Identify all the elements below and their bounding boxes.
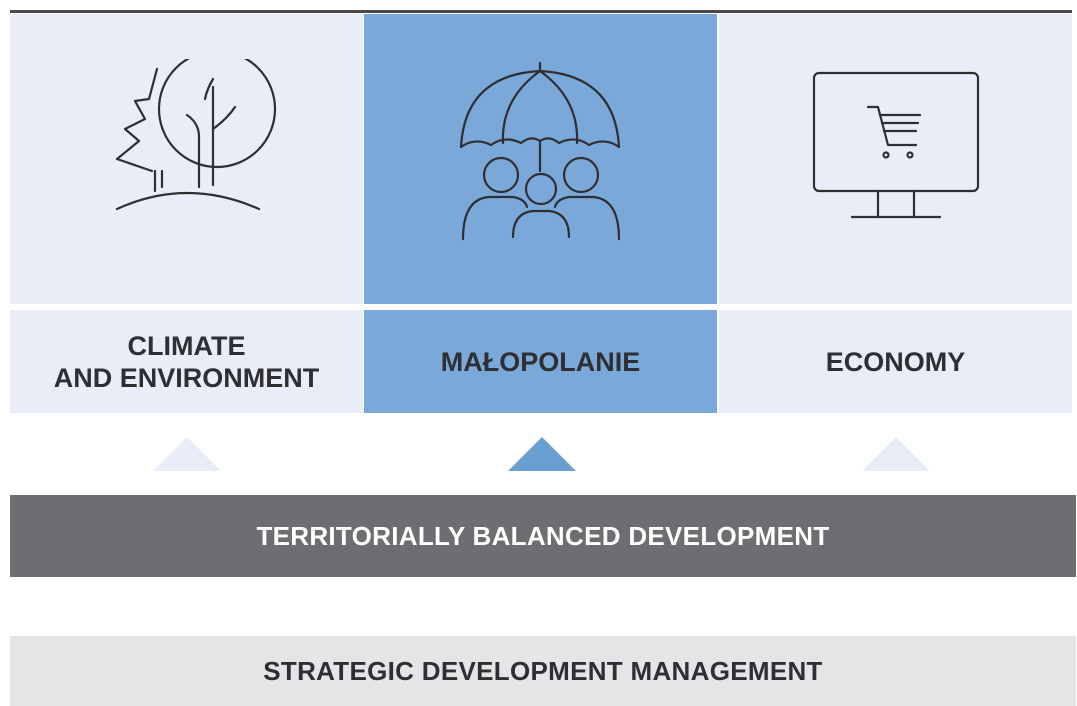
column-label-box: CLIMATE AND ENVIRONMENT bbox=[10, 310, 363, 413]
column-malopolanie: MAŁOPOLANIE bbox=[364, 14, 717, 413]
column-label: CLIMATE AND ENVIRONMENT bbox=[53, 330, 320, 393]
umbrella-people-icon bbox=[459, 61, 620, 241]
column-economy: ECONOMY bbox=[719, 14, 1072, 413]
territorial-development-label: TERRITORIALLY BALANCED DEVELOPMENT bbox=[256, 520, 830, 551]
strategic-management-bar: STRATEGIC DEVELOPMENT MANAGEMENT bbox=[10, 636, 1076, 706]
column-divider bbox=[364, 304, 717, 306]
icon-panel bbox=[364, 14, 717, 304]
top-rule bbox=[10, 10, 1072, 13]
column-label-box: ECONOMY bbox=[719, 310, 1072, 413]
column-climate-environment: CLIMATE AND ENVIRONMENT bbox=[10, 14, 363, 413]
up-arrow-triangle bbox=[153, 437, 221, 471]
monitor-cart-icon bbox=[812, 71, 979, 219]
territorial-development-bar: TERRITORIALLY BALANCED DEVELOPMENT bbox=[10, 495, 1076, 577]
column-label: ECONOMY bbox=[825, 346, 966, 377]
column-divider bbox=[719, 304, 1072, 306]
icon-panel bbox=[719, 14, 1072, 304]
column-divider bbox=[10, 304, 363, 306]
column-label: MAŁOPOLANIE bbox=[440, 346, 641, 377]
up-arrow-triangle bbox=[862, 437, 930, 471]
strategic-management-label: STRATEGIC DEVELOPMENT MANAGEMENT bbox=[263, 655, 823, 686]
icon-panel bbox=[10, 14, 363, 304]
up-arrow-triangle-accent bbox=[508, 437, 576, 471]
column-label-box: MAŁOPOLANIE bbox=[364, 310, 717, 413]
tree-icon bbox=[115, 59, 276, 211]
